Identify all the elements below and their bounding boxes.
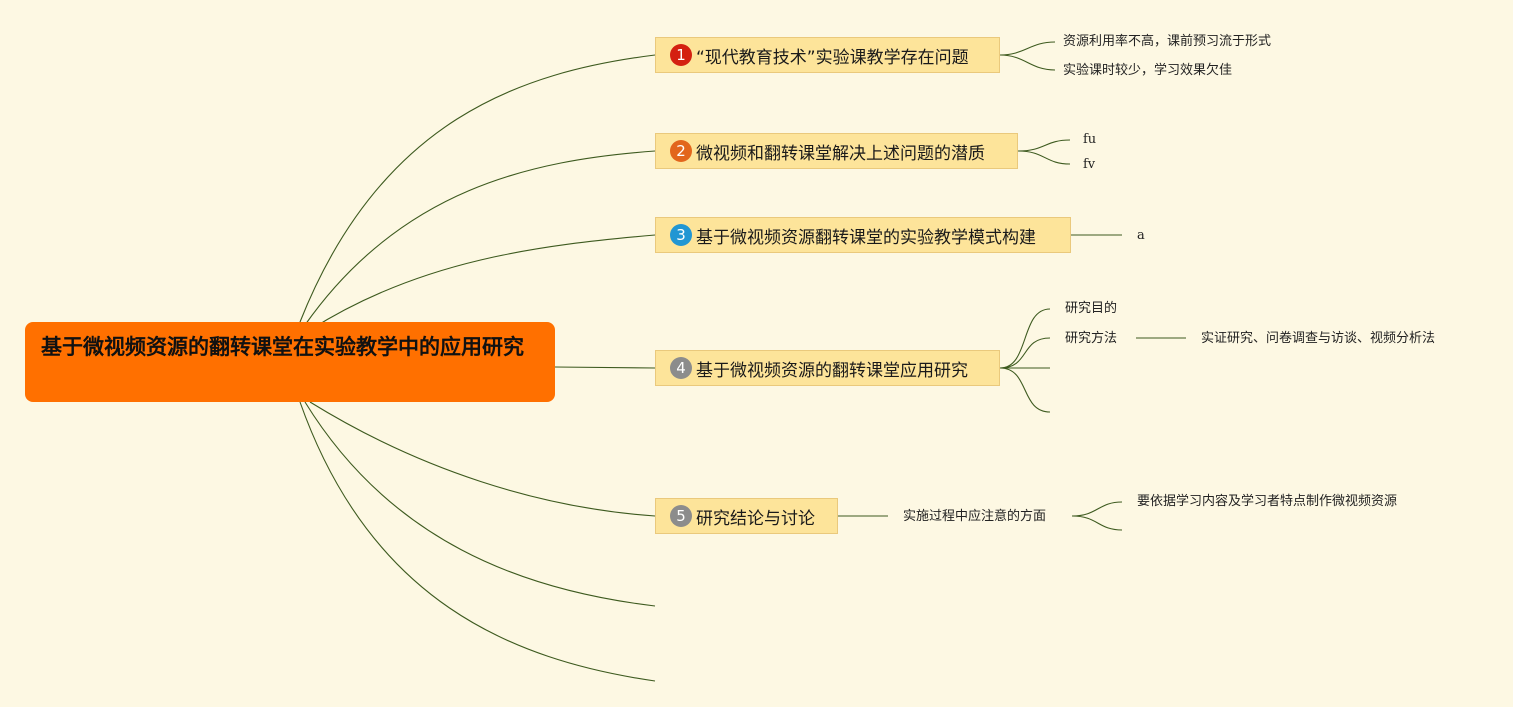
topic-2-child-2[interactable]: fv bbox=[1083, 157, 1096, 172]
topic-4[interactable]: 4 基于微视频资源的翻转课堂应用研究 bbox=[655, 350, 1000, 386]
topic-1-child-1[interactable]: 资源利用率不高，课前预习流于形式 bbox=[1063, 34, 1272, 49]
branch-line-empty-1 bbox=[304, 401, 656, 607]
sub-line-2a bbox=[1017, 139, 1071, 152]
topic-2-child-1[interactable]: fu bbox=[1083, 132, 1097, 147]
number-3-badge-icon: 3 bbox=[670, 224, 692, 246]
topic-1[interactable]: 1 “现代教育技术”实验课教学存在问题 bbox=[655, 37, 1000, 73]
topic-4-label: 基于微视频资源的翻转课堂应用研究 bbox=[696, 360, 968, 381]
sub-line-2b bbox=[1017, 150, 1071, 165]
topic-4-grandchild-1[interactable]: 实证研究、问卷调查与访谈、视频分析法 bbox=[1201, 331, 1436, 346]
topic-2[interactable]: 2 微视频和翻转课堂解决上述问题的潜质 bbox=[655, 133, 1018, 169]
topic-3[interactable]: 3 基于微视频资源翻转课堂的实验教学模式构建 bbox=[655, 217, 1071, 253]
sub-line-1a bbox=[999, 41, 1056, 56]
branch-line-2 bbox=[304, 150, 656, 326]
sub-line-4b bbox=[999, 337, 1051, 369]
branch-line-empty-2 bbox=[299, 401, 656, 682]
root-topic[interactable]: 基于微视频资源的翻转课堂在实验教学中的应用研究 bbox=[25, 322, 555, 402]
topic-5-label: 研究结论与讨论 bbox=[696, 508, 815, 529]
number-4-badge-icon: 4 bbox=[670, 357, 692, 379]
topic-4-child-2[interactable]: 研究方法 bbox=[1065, 331, 1118, 346]
topic-1-child-2[interactable]: 实验课时较少，学习效果欠佳 bbox=[1063, 63, 1233, 78]
topic-3-child-1[interactable]: a bbox=[1137, 228, 1145, 243]
number-1-badge-icon: 1 bbox=[670, 44, 692, 66]
branch-line-5 bbox=[309, 401, 656, 517]
sub-line-4d bbox=[999, 367, 1051, 413]
topic-5-grandchild-1[interactable]: 要依据学习内容及学习者特点制作微视频资源 bbox=[1137, 494, 1398, 509]
number-5-badge-icon: 5 bbox=[670, 505, 692, 527]
branch-line-3 bbox=[309, 234, 656, 331]
topic-2-label: 微视频和翻转课堂解决上述问题的潜质 bbox=[696, 143, 985, 164]
topic-5-child-1[interactable]: 实施过程中应注意的方面 bbox=[903, 509, 1047, 524]
topic-4-child-1[interactable]: 研究目的 bbox=[1065, 301, 1118, 316]
sub-line-5a-child-1 bbox=[1071, 501, 1123, 517]
sub-line-1b bbox=[999, 54, 1056, 71]
sub-line-4a bbox=[999, 308, 1051, 369]
sub-line-5a-child-2 bbox=[1071, 515, 1123, 531]
branch-line-1 bbox=[299, 54, 656, 323]
topic-1-label: “现代教育技术”实验课教学存在问题 bbox=[696, 47, 969, 68]
topic-5[interactable]: 5 研究结论与讨论 bbox=[655, 498, 838, 534]
topic-3-label: 基于微视频资源翻转课堂的实验教学模式构建 bbox=[696, 227, 1036, 248]
branch-line-4 bbox=[554, 366, 656, 369]
number-2-badge-icon: 2 bbox=[670, 140, 692, 162]
